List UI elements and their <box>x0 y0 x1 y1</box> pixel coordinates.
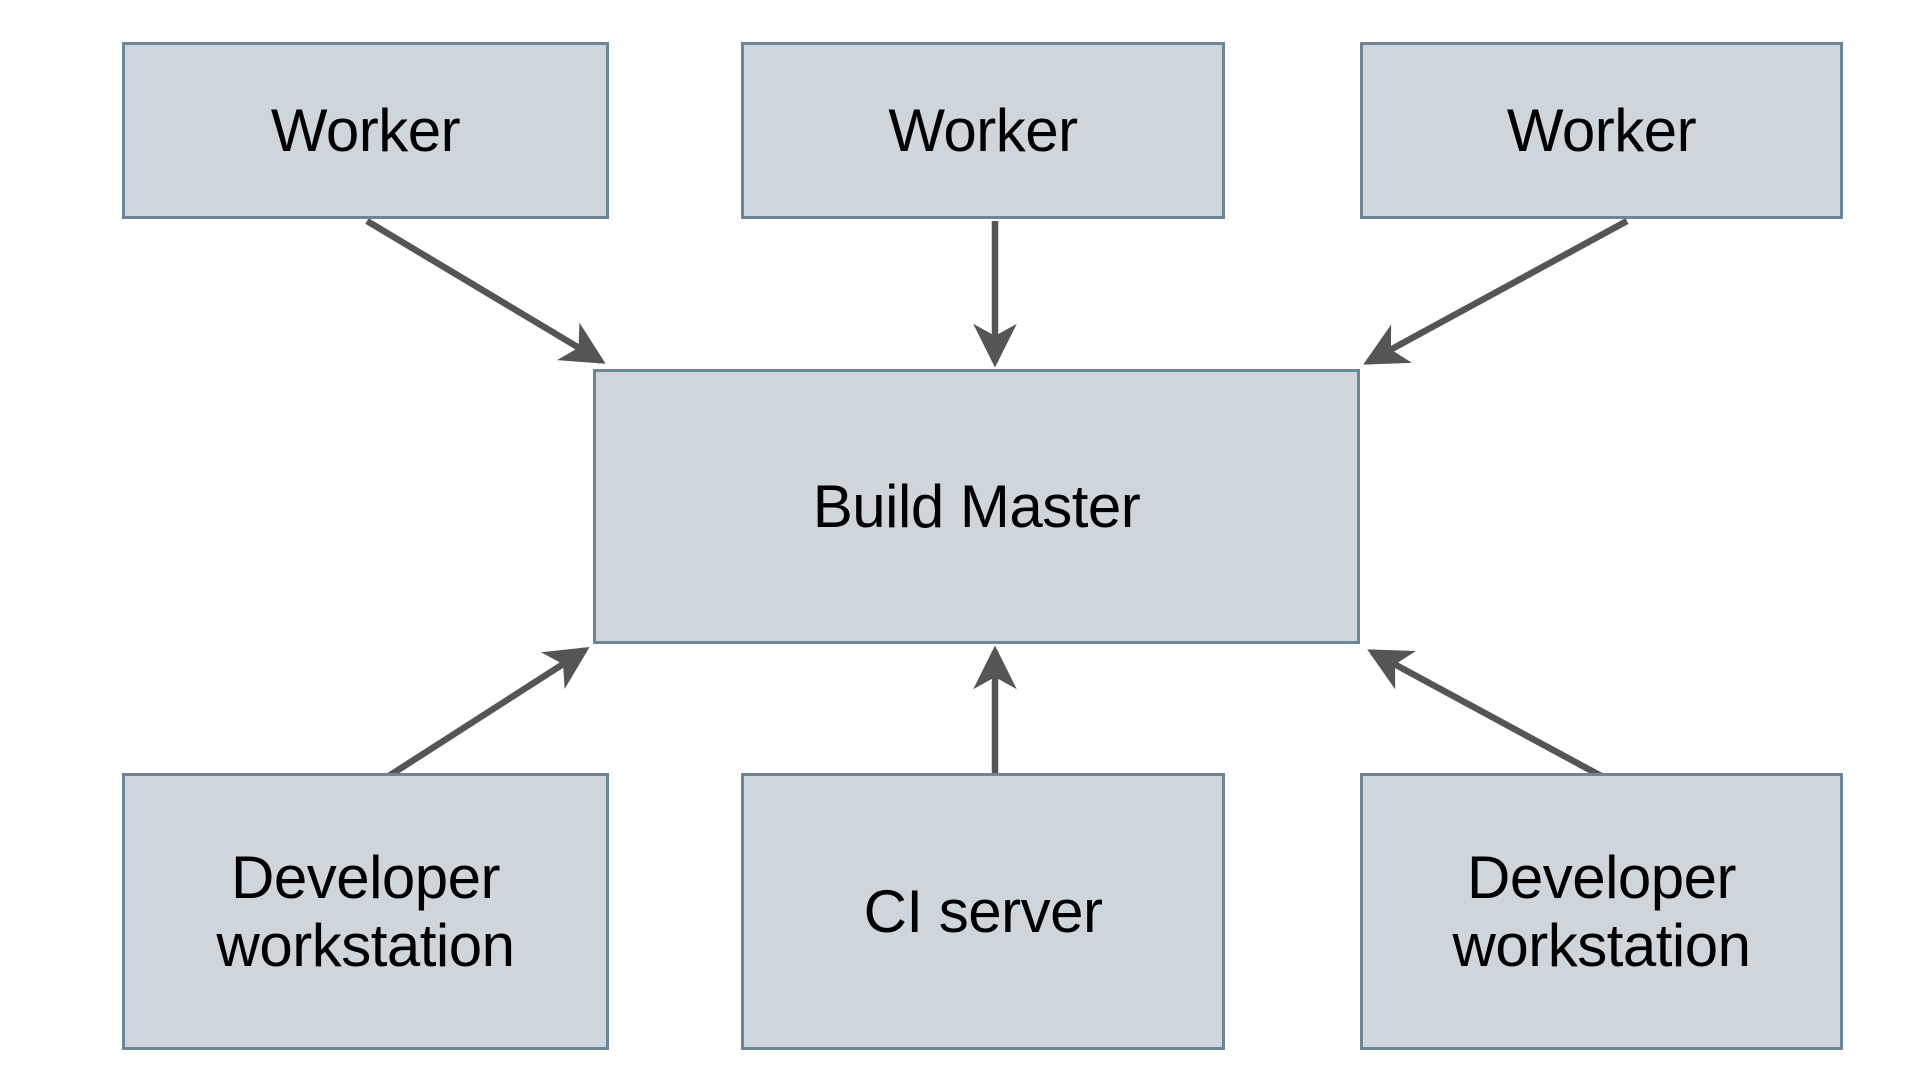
node-ci-server-label: CI server <box>863 877 1103 945</box>
node-ci-server[interactable]: CI server <box>741 773 1225 1050</box>
node-developer-workstation-2-label: Developer workstation <box>1452 844 1751 979</box>
node-worker-1[interactable]: Worker <box>122 42 609 219</box>
node-developer-workstation-1[interactable]: Developer workstation <box>122 773 609 1050</box>
edge-worker1-build-master <box>365 218 606 364</box>
node-worker-3[interactable]: Worker <box>1360 42 1843 219</box>
node-build-master[interactable]: Build Master <box>593 369 1360 644</box>
node-developer-workstation-1-label: Developer workstation <box>216 844 515 979</box>
edge-devws2-build-master <box>1367 649 1629 793</box>
node-worker-1-label: Worker <box>270 96 461 164</box>
edge-devws1-build-master <box>365 647 590 793</box>
node-build-master-label: Build Master <box>812 472 1141 540</box>
node-developer-workstation-2[interactable]: Developer workstation <box>1360 773 1843 1050</box>
node-worker-3-label: Worker <box>1506 96 1697 164</box>
edge-worker3-build-master <box>1363 218 1629 365</box>
node-worker-2-label: Worker <box>888 96 1078 164</box>
node-worker-2[interactable]: Worker <box>741 42 1225 219</box>
